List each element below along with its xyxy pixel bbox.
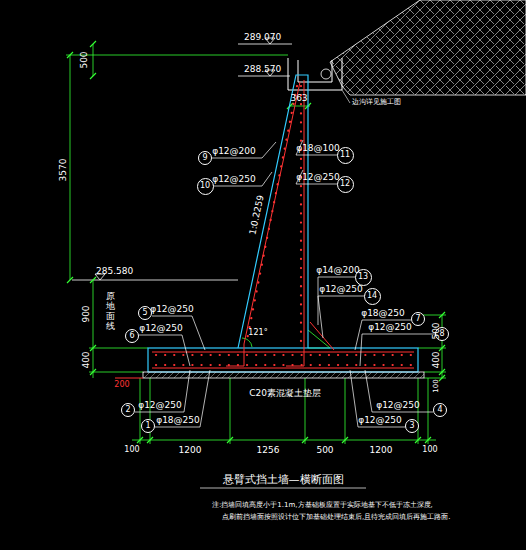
dimension-label: C20素混凝土垫层 xyxy=(249,389,321,398)
callout-number: 5 xyxy=(142,309,147,317)
drawing-title: 悬臂式挡土墙—横断面图 xyxy=(223,474,344,485)
callout-circle: 6 xyxy=(125,329,139,343)
vertical-note: 原地面线 xyxy=(106,292,115,332)
dimension-label: 100 xyxy=(433,379,440,392)
dimension-label: φ12@250 xyxy=(150,305,194,314)
dimension-label: 100 xyxy=(124,446,139,454)
callout-circle: 10 xyxy=(197,178,214,195)
callout-number: 1 xyxy=(145,422,150,430)
dimension-label: φ12@250 xyxy=(139,324,183,333)
dimension-label: φ12@250 xyxy=(138,401,182,410)
callout-circle: 4 xyxy=(433,403,447,417)
callout-number: 14 xyxy=(367,292,377,300)
dimension-label: 900 xyxy=(82,305,91,322)
callout-number: 2 xyxy=(125,406,130,414)
dimension-label: φ12@250 xyxy=(368,323,412,332)
dimension-label: 121° xyxy=(248,329,267,337)
dimension-label: 注:挡墙回填高度小于1.1m,方基础板应置于实际地基下不低于冻土深度, xyxy=(212,502,433,509)
callout-number: 6 xyxy=(129,332,134,340)
dimension-label: φ18@250 xyxy=(361,309,405,318)
dimension-label: 285.580 xyxy=(96,267,133,276)
dimension-label: 200 xyxy=(114,381,129,389)
dimension-label: 400 xyxy=(82,351,91,368)
dimension-label: 1200 xyxy=(370,446,393,455)
dimension-label: φ12@200 xyxy=(212,147,256,156)
callout-circle: 7 xyxy=(411,312,425,326)
callout-number: 9 xyxy=(202,154,207,162)
dimension-label: φ12@250 xyxy=(212,175,256,184)
callout-circle: 1 xyxy=(141,419,155,433)
dimension-label: φ12@250 xyxy=(376,401,420,410)
dimension-label: 500 xyxy=(316,446,333,455)
dimension-label: 1200 xyxy=(179,446,202,455)
dimension-label: 289.070 xyxy=(244,33,281,42)
dimension-label: φ14@200 xyxy=(316,266,360,275)
callout-number: 4 xyxy=(437,406,442,414)
dimension-label: φ18@100 xyxy=(296,144,340,153)
dimension-label: 100 xyxy=(422,446,437,454)
dimension-label: φ12@250 xyxy=(296,173,340,182)
callout-circle: 2 xyxy=(121,403,135,417)
dimension-label: 400 xyxy=(432,351,441,368)
dimension-label: 363 xyxy=(290,94,307,103)
callout-number: 10 xyxy=(200,182,210,190)
callout-circle: 9 xyxy=(198,151,212,165)
dimension-label: 边沟详见施工图 xyxy=(352,99,401,106)
dimension-label: 1256 xyxy=(257,446,280,455)
dimension-label: 点刷前挡墙面按照设计位下加基础处理结束后,且待完成回填后再施工路面. xyxy=(222,514,450,521)
dimension-label: φ12@250 xyxy=(358,416,402,425)
dimension-label: 500 xyxy=(432,322,441,339)
callout-number: 12 xyxy=(340,180,350,188)
callout-circle: 14 xyxy=(364,288,381,305)
callout-number: 3 xyxy=(409,422,414,430)
dimension-label: 3570 xyxy=(59,159,68,182)
dimension-label: 500 xyxy=(80,51,89,68)
callout-number: 7 xyxy=(415,315,420,323)
callout-number: 11 xyxy=(340,151,350,159)
dimension-label: φ12@250 xyxy=(319,285,363,294)
callout-circle: 5 xyxy=(138,306,152,320)
dimension-label: φ18@250 xyxy=(156,416,200,425)
dimension-label: 288.570 xyxy=(244,65,281,74)
callout-circle: 3 xyxy=(405,419,419,433)
